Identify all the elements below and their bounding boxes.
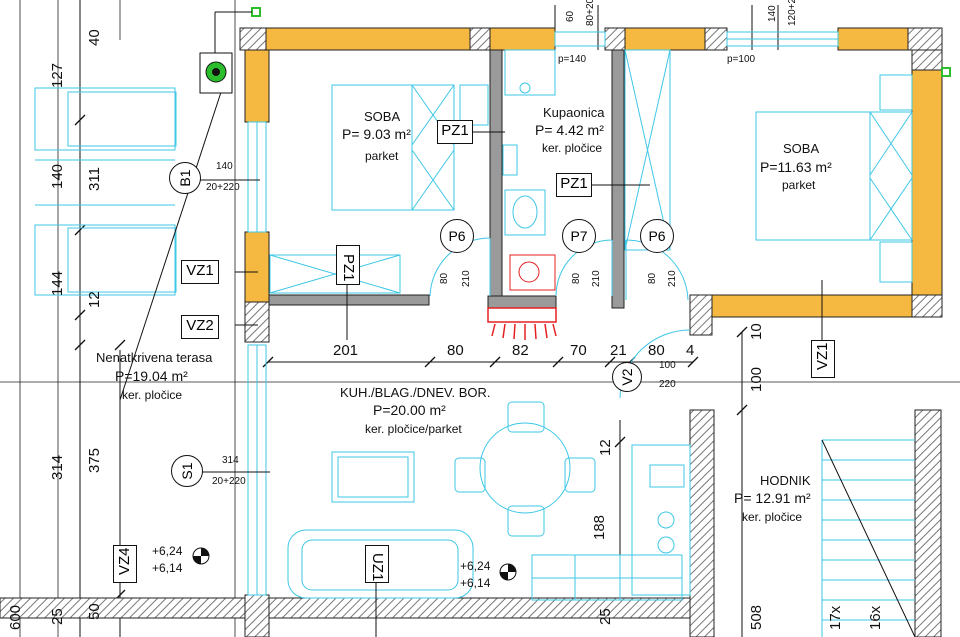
door-height-210: 210 xyxy=(461,270,472,287)
room-area-soba-right: P=11.63 m² xyxy=(760,159,832,175)
dim-80: 80 xyxy=(648,342,665,359)
heater-icon xyxy=(487,307,557,340)
living-furniture xyxy=(287,401,691,601)
dim-100: 100 xyxy=(748,366,765,392)
dim-4: 4 xyxy=(686,342,695,359)
tag-vz1-vertical: VZ1 xyxy=(811,340,835,378)
dim-50: 50 xyxy=(86,603,103,620)
room-floor-soba-left: parket xyxy=(365,149,399,163)
marker-icon xyxy=(941,67,951,77)
tag-vz4-vertical: VZ4 xyxy=(113,545,137,583)
doors xyxy=(429,237,691,399)
tag-s1: S1 xyxy=(171,455,203,487)
dim-70: 70 xyxy=(570,342,587,359)
dim-17x: 17x xyxy=(827,605,844,630)
room-floor-kupaonica: ker. pločice xyxy=(542,141,603,155)
opening-v2-height: 220 xyxy=(659,379,676,390)
bathroom-fixtures xyxy=(502,49,556,291)
dim-201: 201 xyxy=(333,342,359,359)
door-width-80: 80 xyxy=(647,272,658,284)
tag-pz1: PZ1 xyxy=(556,173,592,197)
dimension-lines xyxy=(74,0,779,637)
dim-40: 40 xyxy=(86,29,103,46)
dim-144: 144 xyxy=(49,270,66,296)
door-height-210: 210 xyxy=(591,270,602,287)
top-dim-80-20: 80+20 xyxy=(585,0,596,26)
room-name-soba-right: SOBA xyxy=(783,141,820,156)
level-value: +6,14 xyxy=(152,561,183,575)
dim-140: 140 xyxy=(49,163,66,189)
sill-p100: p=100 xyxy=(727,54,756,65)
bedroom-furniture xyxy=(269,49,913,294)
tag-vz2: VZ2 xyxy=(181,315,219,339)
opening-b1-height: 20+220 xyxy=(206,182,240,193)
opening-s1-width: 314 xyxy=(222,455,239,466)
top-dim-140: 140 xyxy=(767,5,778,22)
dim-188: 188 xyxy=(591,514,608,540)
tag-v2: V2 xyxy=(612,362,642,392)
tag-vz1: VZ1 xyxy=(181,260,219,284)
dim-10: 10 xyxy=(748,323,765,340)
walls xyxy=(0,27,943,637)
room-name-kuhinja: KUH./BLAG./DNEV. BOR. xyxy=(340,385,491,400)
tag-pz1: PZ1 xyxy=(437,120,473,144)
tag-uz1-vertical: UZ1 xyxy=(365,545,389,583)
room-floor-kuhinja: ker. pločice/parket xyxy=(365,422,462,436)
dim-82: 82 xyxy=(512,342,529,359)
room-area-kuhinja: P=20.00 m² xyxy=(373,402,446,418)
opening-b1-width: 140 xyxy=(216,161,233,172)
dim-127: 127 xyxy=(49,62,66,88)
opening-s1-height: 20+220 xyxy=(212,476,246,487)
level-value: +6,24 xyxy=(460,559,491,573)
room-area-hodnik: P= 12.91 m² xyxy=(734,490,811,506)
door-height-210: 210 xyxy=(667,270,678,287)
dim-508: 508 xyxy=(748,604,765,630)
tag-p6: P6 xyxy=(440,219,474,253)
dim-311: 311 xyxy=(86,167,103,191)
room-floor-terasa: ker. pločice xyxy=(122,388,183,402)
dim-25: 25 xyxy=(597,608,614,625)
dim-25: 25 xyxy=(49,608,66,625)
room-floor-soba-right: parket xyxy=(782,178,816,192)
drain-icon xyxy=(199,52,233,94)
level-marker-icon xyxy=(192,547,517,581)
dim-600: 600 xyxy=(7,604,24,630)
dim-12: 12 xyxy=(86,291,103,308)
opening-v2-width: 100 xyxy=(659,360,676,371)
dim-314: 314 xyxy=(49,454,66,480)
tag-b1: B1 xyxy=(169,162,201,194)
room-area-soba-left: P= 9.03 m² xyxy=(342,126,411,142)
dim-375: 375 xyxy=(86,447,103,473)
door-width-80: 80 xyxy=(439,272,450,284)
dim-16x: 16x xyxy=(867,605,884,630)
room-area-kupaonica: P= 4.42 m² xyxy=(535,122,604,138)
top-dim-120-20: 120+20 xyxy=(787,0,798,26)
dim-21: 21 xyxy=(610,342,627,359)
room-name-kupaonica: Kupaonica xyxy=(543,105,605,120)
terrace-furniture xyxy=(34,87,177,296)
marker-icon xyxy=(251,7,261,17)
tag-p7: P7 xyxy=(562,219,596,253)
dim-80: 80 xyxy=(447,342,464,359)
top-dim-60: 60 xyxy=(565,10,576,22)
room-floor-hodnik: ker. pločice xyxy=(742,510,803,524)
door-width-80: 80 xyxy=(571,272,582,284)
room-name-terasa: Nenatkrivena terasa xyxy=(96,350,213,365)
sill-p140: p=140 xyxy=(558,54,587,65)
dim-12: 12 xyxy=(597,439,614,456)
room-area-terasa: P=19.04 m² xyxy=(115,368,188,384)
tag-pz1-vertical: PZ1 xyxy=(336,245,360,285)
room-name-soba-left: SOBA xyxy=(364,109,401,124)
level-value: +6,24 xyxy=(152,544,183,558)
room-name-hodnik: HODNIK xyxy=(760,473,811,488)
tag-p6: P6 xyxy=(640,219,674,253)
level-value: +6,14 xyxy=(460,576,491,590)
stairs xyxy=(821,439,916,637)
windows xyxy=(247,31,839,596)
